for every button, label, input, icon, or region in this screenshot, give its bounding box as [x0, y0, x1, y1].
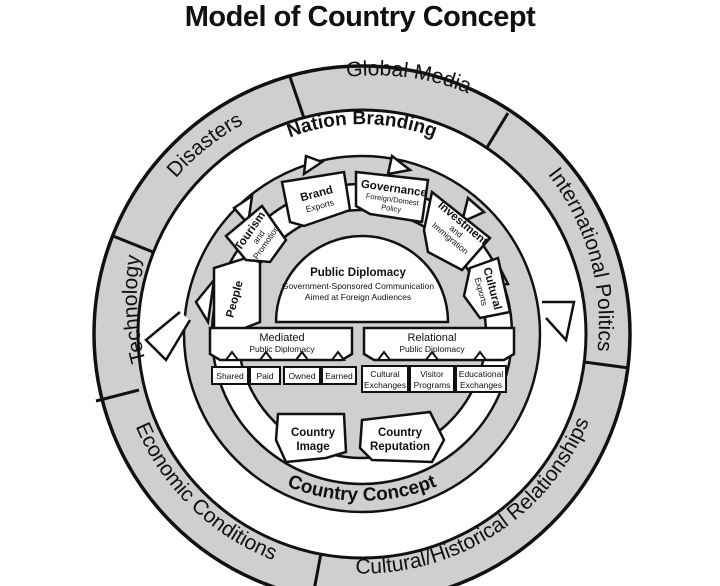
relational-item-educational: Educational Exchanges — [455, 365, 507, 393]
segment-tourism: Tourism and Promotion — [224, 204, 288, 264]
segment-brand: Brand Exports — [280, 170, 352, 228]
country-reputation-line2: Reputation — [370, 441, 430, 453]
mediated-sub: Public Diplomacy — [249, 344, 315, 354]
mediated-item-earned: Earned — [321, 366, 357, 385]
segment-governance: Governance Foreign/Domest Policy — [354, 170, 430, 224]
mediated-item-label: Paid — [256, 371, 273, 381]
mediated-items: Shared Paid Owned Earned — [211, 366, 357, 385]
relational-sub: Public Diplomacy — [399, 344, 465, 354]
relational-item-visitor: Visitor Programs — [409, 365, 455, 393]
mediated-item-label: Owned — [289, 371, 316, 381]
diagram-title: Model of Country Concept — [184, 1, 536, 33]
public-diplomacy-dome: Public Diplomacy Government-Sponsored Co… — [274, 234, 450, 324]
country-reputation-line1: Country — [378, 427, 423, 439]
mediated-panel: Mediated Public Diplomacy — [208, 326, 354, 362]
relational-item-line2: Exchanges — [364, 380, 406, 390]
relational-panel: Relational Public Diplomacy — [362, 326, 516, 362]
mediated-title: Mediated — [259, 332, 304, 344]
cycle-arrows — [144, 153, 576, 363]
relational-title: Relational — [408, 332, 457, 344]
mediated-item-label: Shared — [216, 371, 244, 381]
mediated-item-label: Earned — [325, 371, 353, 381]
public-diplomacy-title: Public Diplomacy — [310, 267, 406, 279]
relational-item-line1: Educational — [459, 369, 504, 379]
country-image-line2: Image — [296, 441, 329, 453]
segment-cultural: Cultural Exports — [462, 256, 512, 320]
mediated-connectors — [224, 350, 346, 361]
country-image-box: Country Image — [274, 412, 348, 464]
relational-items: Cultural Exchanges Visitor Programs Educ… — [361, 365, 507, 393]
mediated-item-paid: Paid — [249, 366, 281, 385]
country-image-line1: Country — [291, 427, 336, 439]
relational-item-cultural: Cultural Exchanges — [361, 365, 409, 393]
relational-connectors — [376, 350, 488, 361]
relational-item-line1: Visitor — [420, 369, 444, 379]
country-reputation-box: Country Reputation — [358, 410, 446, 464]
relational-item-line1: Cultural — [370, 369, 399, 379]
relational-item-line2: Exchanges — [460, 380, 502, 390]
mediated-item-shared: Shared — [211, 366, 249, 385]
relational-item-line2: Programs — [414, 380, 451, 390]
public-diplomacy-line2: Aimed at Foreign Audiences — [305, 292, 411, 302]
segment-people: People — [212, 256, 262, 336]
mediated-item-owned: Owned — [283, 366, 321, 385]
public-diplomacy-line1: Government-Sponsored Communication — [282, 281, 434, 291]
governance-sub2: Policy — [381, 203, 402, 215]
